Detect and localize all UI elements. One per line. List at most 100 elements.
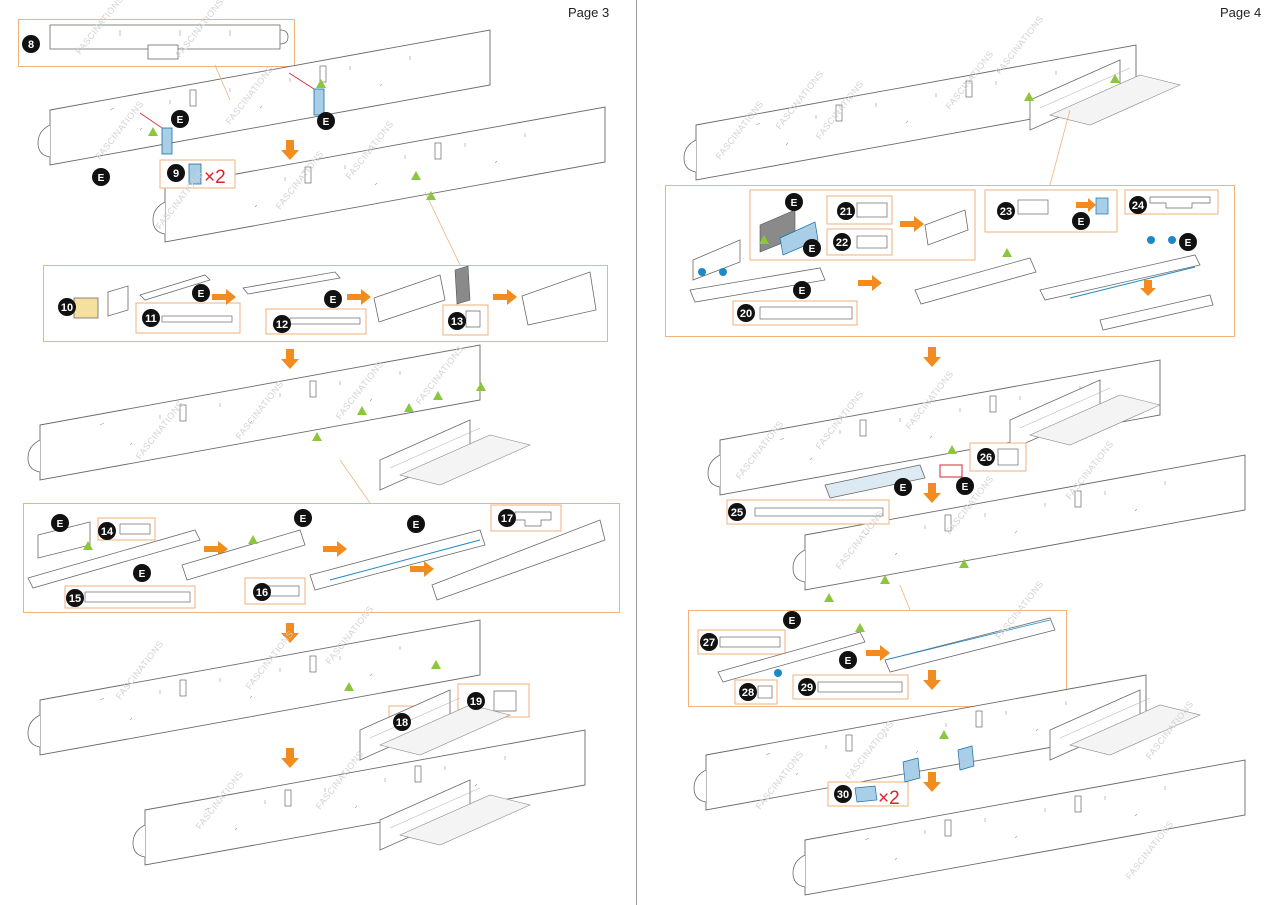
part-number-29: 29	[798, 678, 816, 696]
part-number-24: 24	[1129, 196, 1147, 214]
etch-e-badge-icon: E	[171, 110, 189, 128]
fold-triangle-icon	[947, 445, 957, 454]
svg-text:30: 30	[837, 789, 849, 801]
part-14-drawing	[119, 523, 151, 535]
part-9-drawing	[188, 163, 202, 185]
part-13-drawing	[465, 310, 481, 328]
down-arrow-icon	[281, 623, 299, 643]
fold-triangle-icon	[476, 382, 486, 391]
assembled-strip	[431, 519, 606, 601]
part-number-15: 15	[66, 589, 84, 607]
svg-text:15: 15	[69, 593, 81, 605]
fold-triangle-icon	[357, 406, 367, 415]
fold-triangle-icon	[148, 127, 158, 136]
svg-text:E: E	[845, 656, 852, 667]
part-number-18: 18	[393, 713, 411, 731]
svg-text:29: 29	[801, 682, 813, 694]
blue-part	[779, 221, 819, 256]
fold-triangle-icon	[939, 730, 949, 739]
fold-triangle-icon	[411, 171, 421, 180]
etch-e-badge-icon: E	[51, 514, 69, 532]
down-arrow-icon	[923, 347, 941, 367]
blue-dot	[719, 268, 727, 276]
etch-e-badge-icon: E	[894, 478, 912, 496]
fold-triangle-icon	[404, 403, 414, 412]
part-23-drawing	[1017, 199, 1049, 215]
part-number-11: 11	[142, 309, 160, 327]
frame-step-17	[309, 529, 486, 591]
page-label-3: Page 3	[568, 5, 610, 20]
svg-text:E: E	[177, 115, 184, 126]
right-arrow-icon	[1076, 198, 1096, 212]
svg-text:E: E	[300, 514, 307, 525]
svg-text:25: 25	[731, 507, 743, 519]
part-number-21: 21	[837, 202, 855, 220]
svg-text:E: E	[789, 616, 796, 627]
assembled-step-29	[884, 617, 1056, 673]
blue-part-9b	[313, 88, 325, 116]
etch-e-badge-icon: E	[785, 193, 803, 211]
blue-dot	[1168, 236, 1176, 244]
svg-text:17: 17	[501, 513, 513, 525]
down-arrow-icon	[923, 670, 941, 690]
part-number-28: 28	[739, 683, 757, 701]
svg-text:E: E	[198, 289, 205, 300]
part-29-drawing	[817, 681, 903, 693]
strip-step-20	[689, 267, 826, 303]
down-arrow-icon	[281, 748, 299, 768]
svg-text:E: E	[809, 244, 816, 255]
part-21-drawing	[856, 202, 888, 218]
down-arrow-icon	[281, 349, 299, 369]
page-3	[27, 24, 606, 866]
fold-triangle-icon	[248, 535, 258, 544]
fold-triangle-icon	[880, 575, 890, 584]
frame-after-20	[914, 257, 1037, 305]
down-arrow-icon	[1140, 280, 1156, 296]
part-number-12: 12	[273, 315, 291, 333]
guide-line	[288, 72, 315, 90]
svg-text:19: 19	[470, 696, 482, 708]
quantity-multiplier-30: ×2	[878, 788, 900, 809]
fold-triangle-icon	[316, 79, 326, 88]
fold-triangle-icon	[344, 682, 354, 691]
part-30-drawing	[854, 785, 878, 803]
right-arrow-icon	[410, 561, 434, 577]
frame-step-24	[1039, 254, 1201, 301]
frame-step-16	[181, 529, 306, 581]
part-17-drawing	[514, 511, 552, 527]
part-19-drawing	[493, 690, 517, 712]
leader-line	[424, 191, 461, 266]
right-arrow-icon	[347, 289, 371, 305]
blue-dot	[1147, 236, 1155, 244]
fold-triangle-icon	[433, 391, 443, 400]
fold-triangle-icon	[959, 559, 969, 568]
etch-e-badge-icon: E	[1072, 212, 1090, 230]
part-15-drawing	[84, 591, 191, 603]
etch-e-badge-icon: E	[956, 477, 974, 495]
blue-guide-line	[329, 539, 481, 581]
part-11-drawing	[161, 315, 233, 323]
svg-text:13: 13	[451, 316, 463, 328]
svg-text:E: E	[962, 482, 969, 493]
svg-text:28: 28	[742, 687, 754, 699]
part-26-drawing	[997, 448, 1019, 466]
page-4	[683, 44, 1246, 896]
right-arrow-icon	[858, 275, 882, 291]
etch-e-badge-icon: E	[793, 281, 811, 299]
part-number-10: 10	[58, 298, 76, 316]
svg-text:27: 27	[703, 637, 715, 649]
etch-e-badge-icon: E	[407, 515, 425, 533]
svg-text:E: E	[413, 520, 420, 531]
interior-detail	[379, 419, 531, 491]
svg-text:26: 26	[980, 452, 992, 464]
svg-text:14: 14	[101, 526, 114, 538]
svg-text:E: E	[57, 519, 64, 530]
part-number-25: 25	[728, 503, 746, 521]
fold-triangle-icon	[855, 623, 865, 632]
svg-text:20: 20	[740, 308, 752, 320]
fold-triangle-icon	[431, 660, 441, 669]
etch-e-badge-icon: E	[133, 564, 151, 582]
right-arrow-icon	[493, 289, 517, 305]
etch-e-badge-icon: E	[839, 651, 857, 669]
